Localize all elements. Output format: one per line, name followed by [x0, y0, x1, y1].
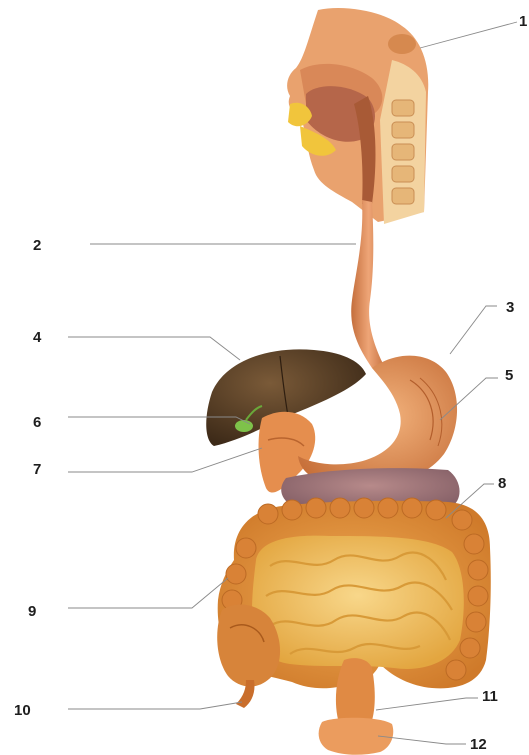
label-2: 2	[33, 238, 41, 254]
head-section	[287, 8, 428, 224]
label-9: 9	[28, 604, 36, 620]
label-6: 6	[33, 415, 41, 431]
label-1: 1	[519, 14, 527, 30]
label-12: 12	[470, 737, 487, 753]
gallbladder	[235, 420, 253, 432]
label-3: 3	[506, 300, 514, 316]
label-11: 11	[482, 689, 498, 705]
label-10: 10	[14, 703, 31, 719]
small-intestine	[252, 536, 464, 669]
label-8: 8	[498, 476, 506, 492]
label-4: 4	[33, 330, 41, 346]
label-5: 5	[505, 368, 513, 384]
label-7: 7	[33, 462, 41, 478]
esophagus	[351, 200, 386, 370]
